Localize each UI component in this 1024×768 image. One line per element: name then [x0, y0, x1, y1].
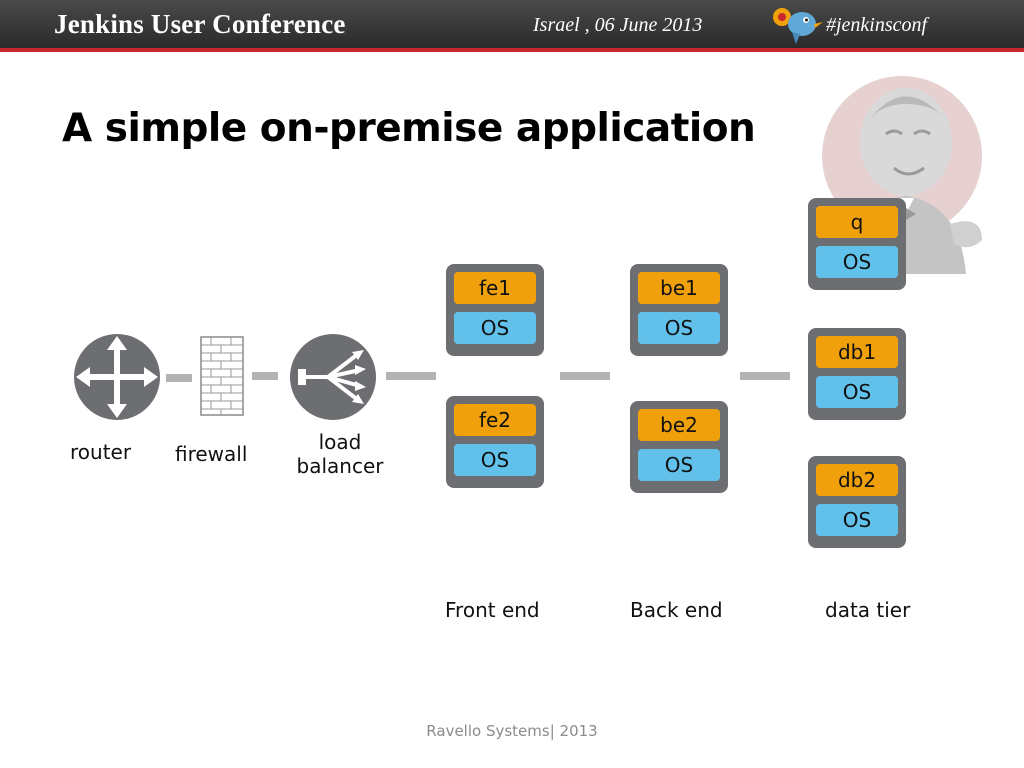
connector-loadbalancer-frontend: [386, 372, 436, 380]
server-q: q OS: [808, 198, 906, 290]
conference-date: Israel , 06 June 2013: [533, 14, 703, 36]
server-fe2: fe2 OS: [446, 396, 544, 488]
load-balancer-label-line2: balancer: [296, 454, 384, 478]
load-balancer-icon: [290, 334, 376, 420]
connector-backend-datatier: [740, 372, 790, 380]
server-be1: be1 OS: [630, 264, 728, 356]
tier-label-front-end: Front end: [445, 598, 540, 622]
tier-label-back-end: Back end: [630, 598, 723, 622]
firewall-label: firewall: [175, 442, 248, 466]
bird-logo-icon: [773, 8, 823, 44]
load-balancer-label-line1: load: [318, 430, 362, 454]
connector-frontend-backend: [560, 372, 610, 380]
os-layer: OS: [454, 444, 536, 476]
server-be2: be2 OS: [630, 401, 728, 493]
app-layer: q: [816, 206, 898, 238]
os-layer: OS: [816, 504, 898, 536]
os-layer: OS: [816, 376, 898, 408]
slide-title: A simple on-premise application: [62, 106, 756, 151]
os-layer: OS: [638, 449, 720, 481]
server-db2: db2 OS: [808, 456, 906, 548]
connector-router-firewall: [166, 374, 192, 382]
app-layer: fe1: [454, 272, 536, 304]
server-db1: db1 OS: [808, 328, 906, 420]
firewall-icon: [200, 336, 244, 416]
router-icon: [74, 334, 160, 420]
conference-title: Jenkins User Conference: [54, 9, 346, 39]
header-accent-line: [0, 48, 1024, 52]
app-layer: db2: [816, 464, 898, 496]
server-fe1: fe1 OS: [446, 264, 544, 356]
hashtag: #jenkinsconf: [826, 14, 928, 36]
os-layer: OS: [454, 312, 536, 344]
os-layer: OS: [816, 246, 898, 278]
connector-firewall-loadbalancer: [252, 372, 278, 380]
header-bar: Jenkins User Conference Israel , 06 June…: [0, 0, 1024, 48]
app-layer: db1: [816, 336, 898, 368]
tier-label-data-tier: data tier: [825, 598, 911, 622]
load-balancer-label: load balancer: [290, 430, 390, 478]
os-layer: OS: [638, 312, 720, 344]
app-layer: fe2: [454, 404, 536, 436]
router-label: router: [70, 440, 132, 464]
footer-credit: Ravello Systems| 2013: [426, 722, 598, 740]
app-layer: be1: [638, 272, 720, 304]
app-layer: be2: [638, 409, 720, 441]
